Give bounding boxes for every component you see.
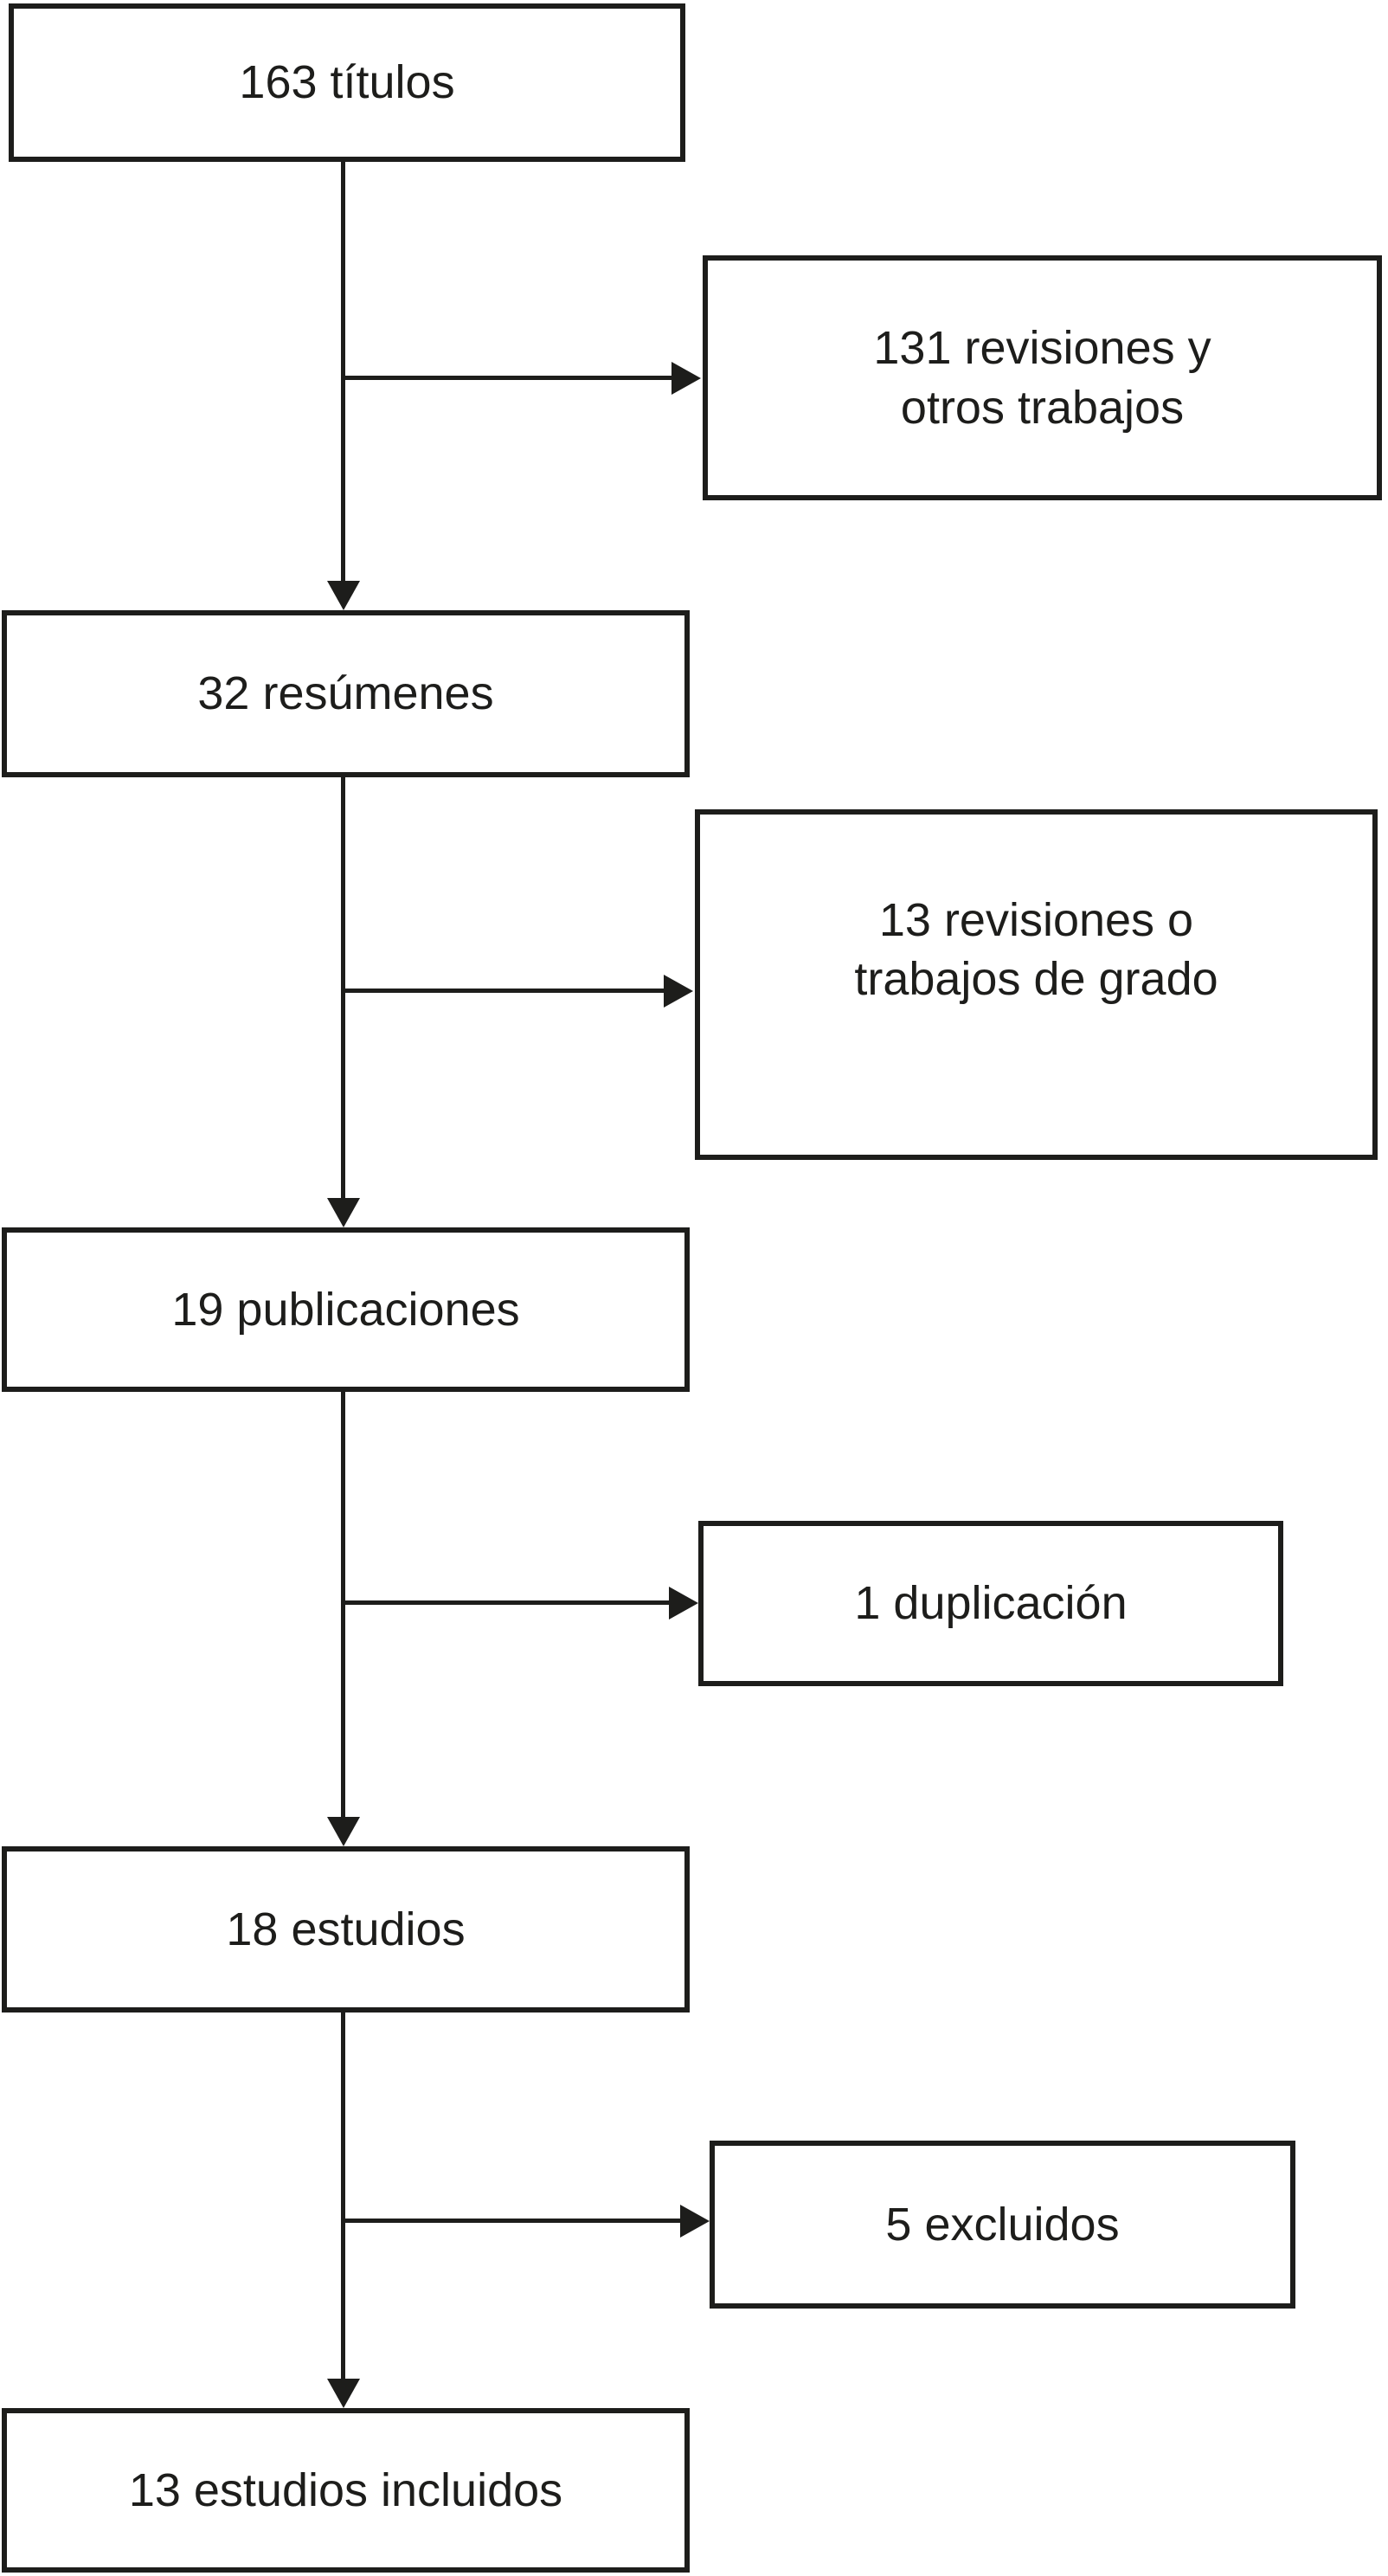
node-32-resumenes: 32 resúmenes [2, 610, 690, 777]
node-13-revisiones-grado: 13 revisiones o trabajos de grado [695, 809, 1378, 1160]
node-131-revisiones-otros: 131 revisiones y otros trabajos [703, 255, 1382, 500]
branch-to-revisiones-otros-line [344, 376, 673, 380]
connector-publicaciones-to-estudios-line [341, 1390, 345, 1819]
node-18-estudios-label: 18 estudios [226, 1903, 466, 1955]
arrowhead-right-revisiones-otros-icon [672, 362, 701, 395]
branch-to-duplicacion-line [344, 1600, 671, 1605]
connector-estudios-to-incluidos-line [341, 2011, 345, 2380]
connector-titulos-to-resumenes-line [341, 160, 345, 584]
node-131-revisiones-otros-label: 131 revisiones y otros trabajos [873, 322, 1211, 434]
arrowhead-down-publicaciones-icon [327, 1198, 360, 1227]
branch-to-revisiones-grado-line [344, 989, 665, 993]
arrowhead-down-incluidos-icon [327, 2379, 360, 2408]
node-13-estudios-incluidos: 13 estudios incluidos [2, 2408, 690, 2573]
node-1-duplicacion: 1 duplicación [698, 1521, 1283, 1686]
node-163-titulos-label: 163 títulos [239, 56, 455, 109]
node-1-duplicacion-label: 1 duplicación [854, 1577, 1128, 1630]
node-13-estudios-incluidos-label: 13 estudios incluidos [128, 2463, 563, 2516]
node-5-excluidos: 5 excluidos [710, 2141, 1295, 2309]
connector-resumenes-to-publicaciones-line [341, 776, 345, 1200]
arrowhead-right-excluidos-icon [680, 2205, 710, 2238]
arrowhead-down-estudios-icon [327, 1817, 360, 1846]
arrowhead-right-duplicacion-icon [669, 1587, 698, 1620]
arrowhead-down-resumenes-icon [327, 581, 360, 610]
node-32-resumenes-label: 32 resúmenes [197, 667, 494, 720]
branch-to-excluidos-line [344, 2219, 682, 2223]
node-163-titulos: 163 títulos [9, 3, 685, 162]
node-13-revisiones-grado-label: 13 revisiones o trabajos de grado [854, 894, 1218, 1006]
arrowhead-right-revisiones-grado-icon [664, 975, 693, 1008]
node-19-publicaciones-label: 19 publicaciones [171, 1283, 520, 1336]
node-5-excluidos-label: 5 excluidos [885, 2198, 1120, 2251]
node-19-publicaciones: 19 publicaciones [2, 1227, 690, 1392]
node-18-estudios: 18 estudios [2, 1846, 690, 2012]
